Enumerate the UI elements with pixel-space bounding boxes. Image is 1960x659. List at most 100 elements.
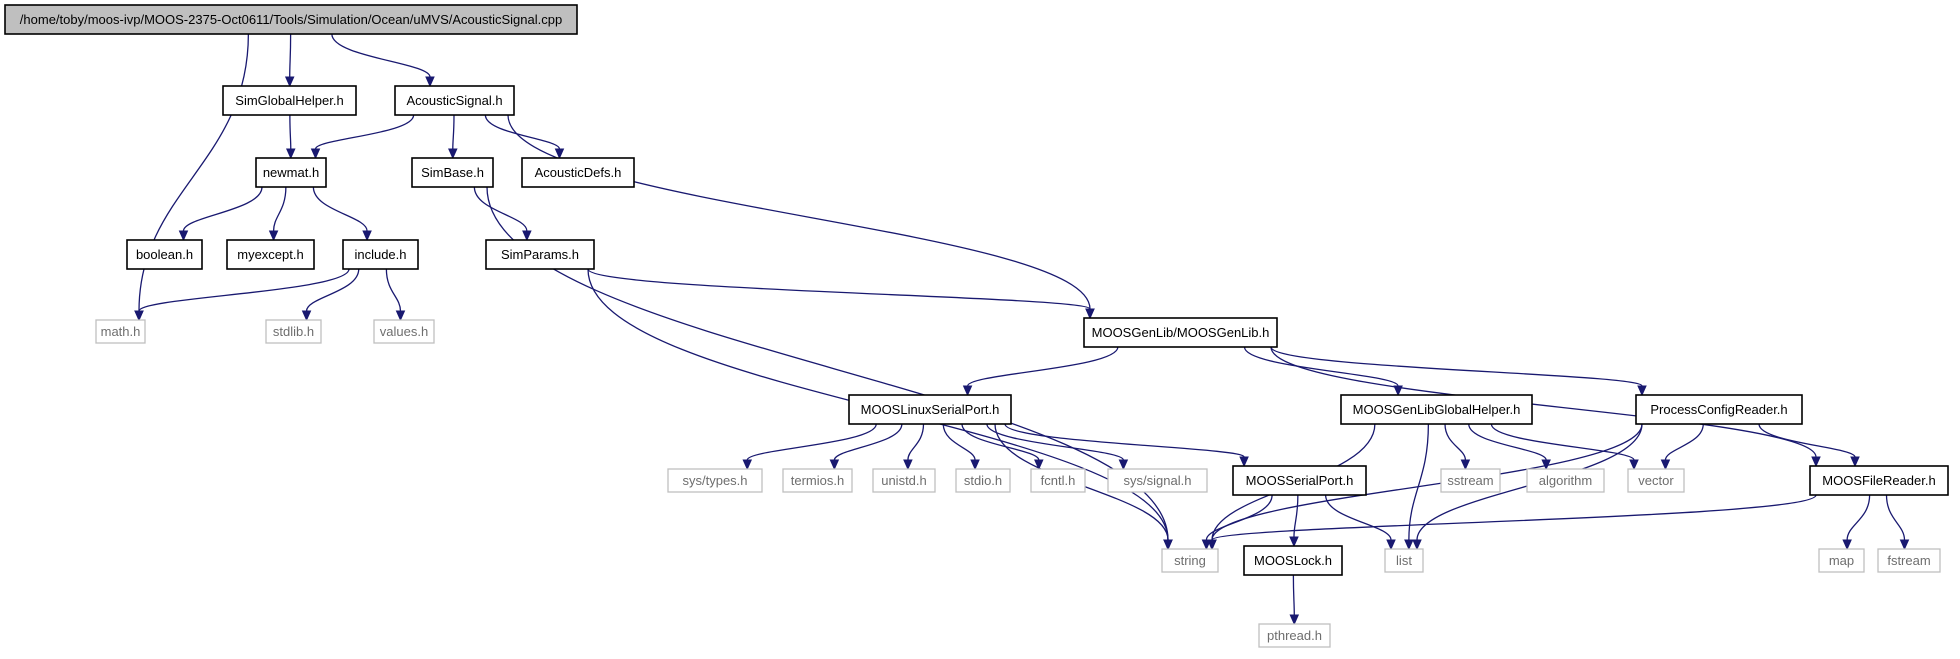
- edge-arrowhead: [1034, 459, 1044, 471]
- node-label: list: [1396, 553, 1412, 568]
- edge-moosgenlib-to-mooslinuxserialport: [962, 346, 1119, 397]
- node-label: termios.h: [791, 473, 844, 488]
- node-newmat[interactable]: newmat.h: [255, 157, 327, 188]
- edge-line: [1270, 346, 1643, 387]
- edge-arrowhead: [1289, 536, 1299, 548]
- edge-moosgenlib-to-processconfigreader: [1270, 346, 1647, 397]
- edge-moosgenlibglobalhelper-to-sstream: [1444, 423, 1471, 471]
- node-label: boolean.h: [136, 247, 193, 262]
- node-mooslock[interactable]: MOOSLock.h: [1243, 545, 1343, 576]
- node-box: [226, 239, 315, 270]
- node-moosserialport[interactable]: MOOSSerialPort.h: [1232, 465, 1367, 496]
- node-sstream: sstream: [1440, 468, 1501, 493]
- node-myexcept[interactable]: myexcept.h: [226, 239, 315, 270]
- node-label: stdlib.h: [273, 324, 314, 339]
- node-acousticsignal[interactable]: AcousticSignal.h: [394, 85, 515, 116]
- node-label: values.h: [380, 324, 428, 339]
- node-label: pthread.h: [1267, 628, 1322, 643]
- node-root[interactable]: /home/toby/moos-ivp/MOOS-2375-Oct0611/To…: [4, 4, 578, 35]
- node-processconfigreader[interactable]: ProcessConfigReader.h: [1635, 394, 1803, 425]
- edge-moosfilereader-to-fstream: [1885, 494, 1910, 551]
- node-pthread: pthread.h: [1258, 623, 1331, 648]
- node-fcntl: fcntl.h: [1030, 468, 1086, 493]
- node-algorithm: algorithm: [1526, 468, 1605, 493]
- edge-line: [1664, 423, 1704, 461]
- node-fstream: fstream: [1877, 548, 1941, 573]
- edge-arrowhead: [284, 76, 295, 88]
- node-moosgenlibglobalhelper[interactable]: MOOSGenLibGlobalHelper.h: [1340, 394, 1533, 425]
- node-box: [1107, 468, 1208, 493]
- edge-arrowhead: [1404, 539, 1414, 551]
- edge-root-to-acousticsignal: [331, 33, 435, 88]
- edge-arrowhead: [1163, 539, 1173, 551]
- node-label: fcntl.h: [1041, 473, 1076, 488]
- node-label: MOOSSerialPort.h: [1246, 473, 1354, 488]
- edge-line: [138, 268, 350, 312]
- node-label: AcousticDefs.h: [535, 165, 622, 180]
- node-systypes: sys/types.h: [667, 468, 763, 493]
- edge-arrowhead: [362, 230, 372, 242]
- edge-arrowhead: [1239, 456, 1249, 468]
- edge-newmat-to-boolean: [178, 186, 263, 242]
- edge-line: [289, 114, 292, 150]
- node-simparams[interactable]: SimParams.h: [485, 239, 595, 270]
- node-string: string: [1161, 548, 1219, 573]
- node-label: MOOSGenLibGlobalHelper.h: [1353, 402, 1521, 417]
- node-stdlib: stdlib.h: [265, 319, 322, 344]
- node-label: newmat.h: [263, 165, 319, 180]
- edge-arrowhead: [1842, 539, 1852, 551]
- edge-arrowhead: [970, 459, 980, 471]
- edge-moosfilereader-to-string: [1207, 494, 1817, 551]
- edge-arrowhead: [829, 459, 840, 471]
- node-box: [95, 319, 146, 344]
- node-box: [394, 85, 515, 116]
- node-boolean[interactable]: boolean.h: [126, 239, 203, 270]
- edge-arrowhead: [301, 310, 312, 322]
- edge-arrowhead: [178, 230, 189, 242]
- edge-line: [942, 423, 976, 461]
- edge-processconfigreader-to-moosfilereader: [1758, 423, 1860, 468]
- edge-root-to-simglobalhelper: [284, 33, 295, 88]
- node-acousticdefs[interactable]: AcousticDefs.h: [521, 157, 635, 188]
- node-box: [1161, 548, 1219, 573]
- edge-line: [452, 114, 455, 150]
- node-box: [222, 85, 357, 116]
- node-values: values.h: [373, 319, 435, 344]
- edge-arrowhead: [395, 310, 406, 322]
- node-box: [1083, 317, 1278, 348]
- edge-arrowhead: [1289, 614, 1300, 626]
- node-label: SimGlobalHelper.h: [235, 93, 343, 108]
- edge-include-to-values: [385, 268, 406, 322]
- edge-line: [312, 186, 368, 232]
- node-label: unistd.h: [881, 473, 927, 488]
- node-mooslinuxserialport[interactable]: MOOSLinuxSerialPort.h: [848, 394, 1012, 425]
- edge-line: [1490, 423, 1635, 461]
- edge-line: [272, 186, 287, 232]
- node-simglobalhelper[interactable]: SimGlobalHelper.h: [222, 85, 357, 116]
- edge-arrowhead: [554, 148, 565, 160]
- edge-line: [986, 423, 1125, 461]
- edge-arrowhead: [903, 459, 913, 471]
- node-map: map: [1818, 548, 1865, 573]
- edge-line: [1292, 574, 1295, 616]
- edge-processconfigreader-to-vector: [1660, 423, 1704, 471]
- edge-mooslinuxserialport-to-unistd: [903, 423, 925, 471]
- node-moosfilereader[interactable]: MOOSFileReader.h: [1809, 465, 1949, 496]
- edge-simparams-to-moosgenlib: [587, 268, 1095, 320]
- node-moosgenlib[interactable]: MOOSGenLib/MOOSGenLib.h: [1083, 317, 1278, 348]
- edge-newmat-to-myexcept: [268, 186, 287, 242]
- node-box: [1809, 465, 1949, 496]
- edge-arrowhead: [448, 148, 458, 160]
- edge-mooslinuxserialport-to-termios: [829, 423, 903, 471]
- node-box: [4, 4, 578, 35]
- node-label: map: [1829, 553, 1854, 568]
- node-label: math.h: [101, 324, 141, 339]
- edge-arrowhead: [1412, 539, 1422, 551]
- edge-arrowhead: [522, 230, 532, 242]
- node-list: list: [1384, 548, 1424, 573]
- edge-line: [385, 268, 402, 312]
- node-include[interactable]: include.h: [342, 239, 419, 270]
- node-math: math.h: [95, 319, 146, 344]
- edge-mooslinuxserialport-to-moosserialport: [1004, 423, 1249, 468]
- node-simbase[interactable]: SimBase.h: [411, 157, 494, 188]
